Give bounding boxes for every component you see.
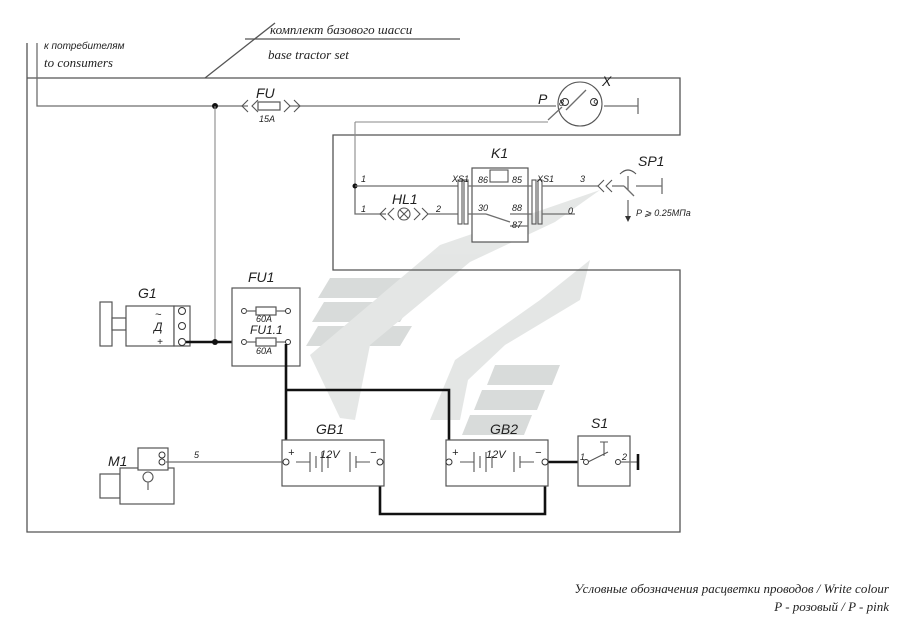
gauge-ref: X xyxy=(601,73,612,89)
battery-gb1-cells xyxy=(296,452,370,472)
fuse2-rating: 60A xyxy=(256,346,272,356)
legend-line-2: P - розовый / P - pink xyxy=(774,599,889,614)
switch-s1-pin2-terminal xyxy=(615,459,621,465)
wire-consumers xyxy=(36,43,248,107)
battery-gb2 xyxy=(445,439,549,487)
wire-3-label: 3 xyxy=(580,174,585,184)
gauge-p-label: P xyxy=(538,91,548,107)
watermark-logo xyxy=(306,190,600,435)
connector-xs1-left xyxy=(457,179,463,225)
battery-gb1-plus-terminal xyxy=(282,458,290,466)
battery-gb1-minus: − xyxy=(370,447,377,459)
starter-motor-m1 xyxy=(99,447,175,505)
wire-gb1-gb2-series xyxy=(378,462,547,516)
consumers-label-ru: к потребителям xyxy=(44,40,125,52)
relay-pin-87: 87 xyxy=(512,220,523,230)
relay-pin-85: 85 xyxy=(512,175,523,185)
fuse-fu-ref: FU xyxy=(256,85,276,101)
battery-gb1-plus: + xyxy=(288,447,295,459)
wire-0-label: 0 xyxy=(568,206,573,216)
battery-gb2-plus: + xyxy=(452,447,459,459)
battery-gb1-voltage: 12V xyxy=(320,449,341,461)
battery-gb1-ref: GB1 xyxy=(316,421,344,437)
generator-ac-symbol: ~ xyxy=(155,309,162,321)
gauge-needle xyxy=(565,89,587,111)
battery-gb2-voltage: 12V xyxy=(486,449,507,461)
relay-pin-86: 86 xyxy=(478,175,488,185)
connector-xs1-right xyxy=(531,179,537,225)
fuse-block-ref: FU1 xyxy=(248,269,274,285)
connector-xs1-left-b xyxy=(463,179,469,225)
battery-gb2-ref: GB2 xyxy=(490,421,518,437)
header-label-en: base tractor set xyxy=(268,47,349,62)
pressure-switch-condition: P ⩾ 0.25МПа xyxy=(636,208,691,218)
connector-left-label: XS1 xyxy=(451,174,469,184)
junction-node-g1 xyxy=(212,339,218,345)
relay-contact-arm xyxy=(485,213,511,223)
gauge-p-leader xyxy=(547,106,563,121)
battery-gb2-cells xyxy=(460,452,534,472)
starter-motor-ref: M1 xyxy=(108,453,127,469)
wire-2-label: 2 xyxy=(435,204,441,214)
battery-gb2-minus: − xyxy=(535,447,542,459)
gauge-pin-a-label: 8 xyxy=(559,98,564,108)
fuse2-label: FU1.1 xyxy=(250,323,283,337)
fuse1-rating: 60A xyxy=(256,314,272,324)
gauge-pin-b-label: 9 xyxy=(593,98,598,108)
pressure-switch-sp1 xyxy=(597,169,663,222)
legend-line-1: Условные обозначения расцветки проводов … xyxy=(574,581,889,596)
gauge-pin-b xyxy=(590,98,598,106)
relay-coil xyxy=(489,169,509,183)
switch-s1-pin1: 1 xyxy=(580,452,585,462)
wire-color-legend: Условные обозначения расцветки проводов … xyxy=(575,580,889,616)
lamp-ref: HL1 xyxy=(392,191,418,207)
relay-k1-body xyxy=(471,167,529,243)
relay-pin-88: 88 xyxy=(512,203,522,213)
lamp-hl1 xyxy=(379,207,429,221)
relay-pin-30: 30 xyxy=(478,203,488,213)
wire-5-label: 5 xyxy=(194,450,200,460)
pressure-gauge xyxy=(557,81,603,127)
fuse-fu-rating: 15A xyxy=(259,114,275,124)
gauge-pin-a xyxy=(561,98,569,106)
header-leader-line xyxy=(204,22,276,79)
header-label-ru: комплект базового шасси xyxy=(270,22,413,37)
wire-1a-label: 1 xyxy=(361,174,366,184)
pressure-switch-ref: SP1 xyxy=(638,153,664,169)
battery-gb1 xyxy=(281,439,385,487)
generator-plus: + xyxy=(157,337,163,348)
switch-s1-ref: S1 xyxy=(591,415,608,431)
connector-xs1-right-b xyxy=(537,179,543,225)
connector-right-label: XS1 xyxy=(536,174,554,184)
wire-1b-label: 1 xyxy=(361,204,366,214)
fuse-fu1-1 xyxy=(241,337,291,347)
switch-s1-contact xyxy=(587,441,609,463)
fuse-fu xyxy=(241,99,301,113)
fuse-fu1-60a xyxy=(241,306,291,316)
battery-gb2-plus-terminal xyxy=(445,458,453,466)
battery-gb1-minus-terminal xyxy=(376,458,384,466)
chassis-frame xyxy=(26,43,681,533)
generator-g1 xyxy=(99,301,191,347)
relay-ref: K1 xyxy=(491,145,508,161)
fuse-block-fu1 xyxy=(231,287,301,367)
switch-s1-pin2: 2 xyxy=(621,452,627,462)
generator-d-symbol: Д xyxy=(152,320,163,334)
battery-gb2-minus-terminal xyxy=(541,458,549,466)
consumers-label-en: to consumers xyxy=(44,55,113,70)
wire-bus-to-gb2 xyxy=(286,388,451,460)
wire-1-to-lamp xyxy=(354,186,386,215)
generator-ref: G1 xyxy=(138,285,157,301)
